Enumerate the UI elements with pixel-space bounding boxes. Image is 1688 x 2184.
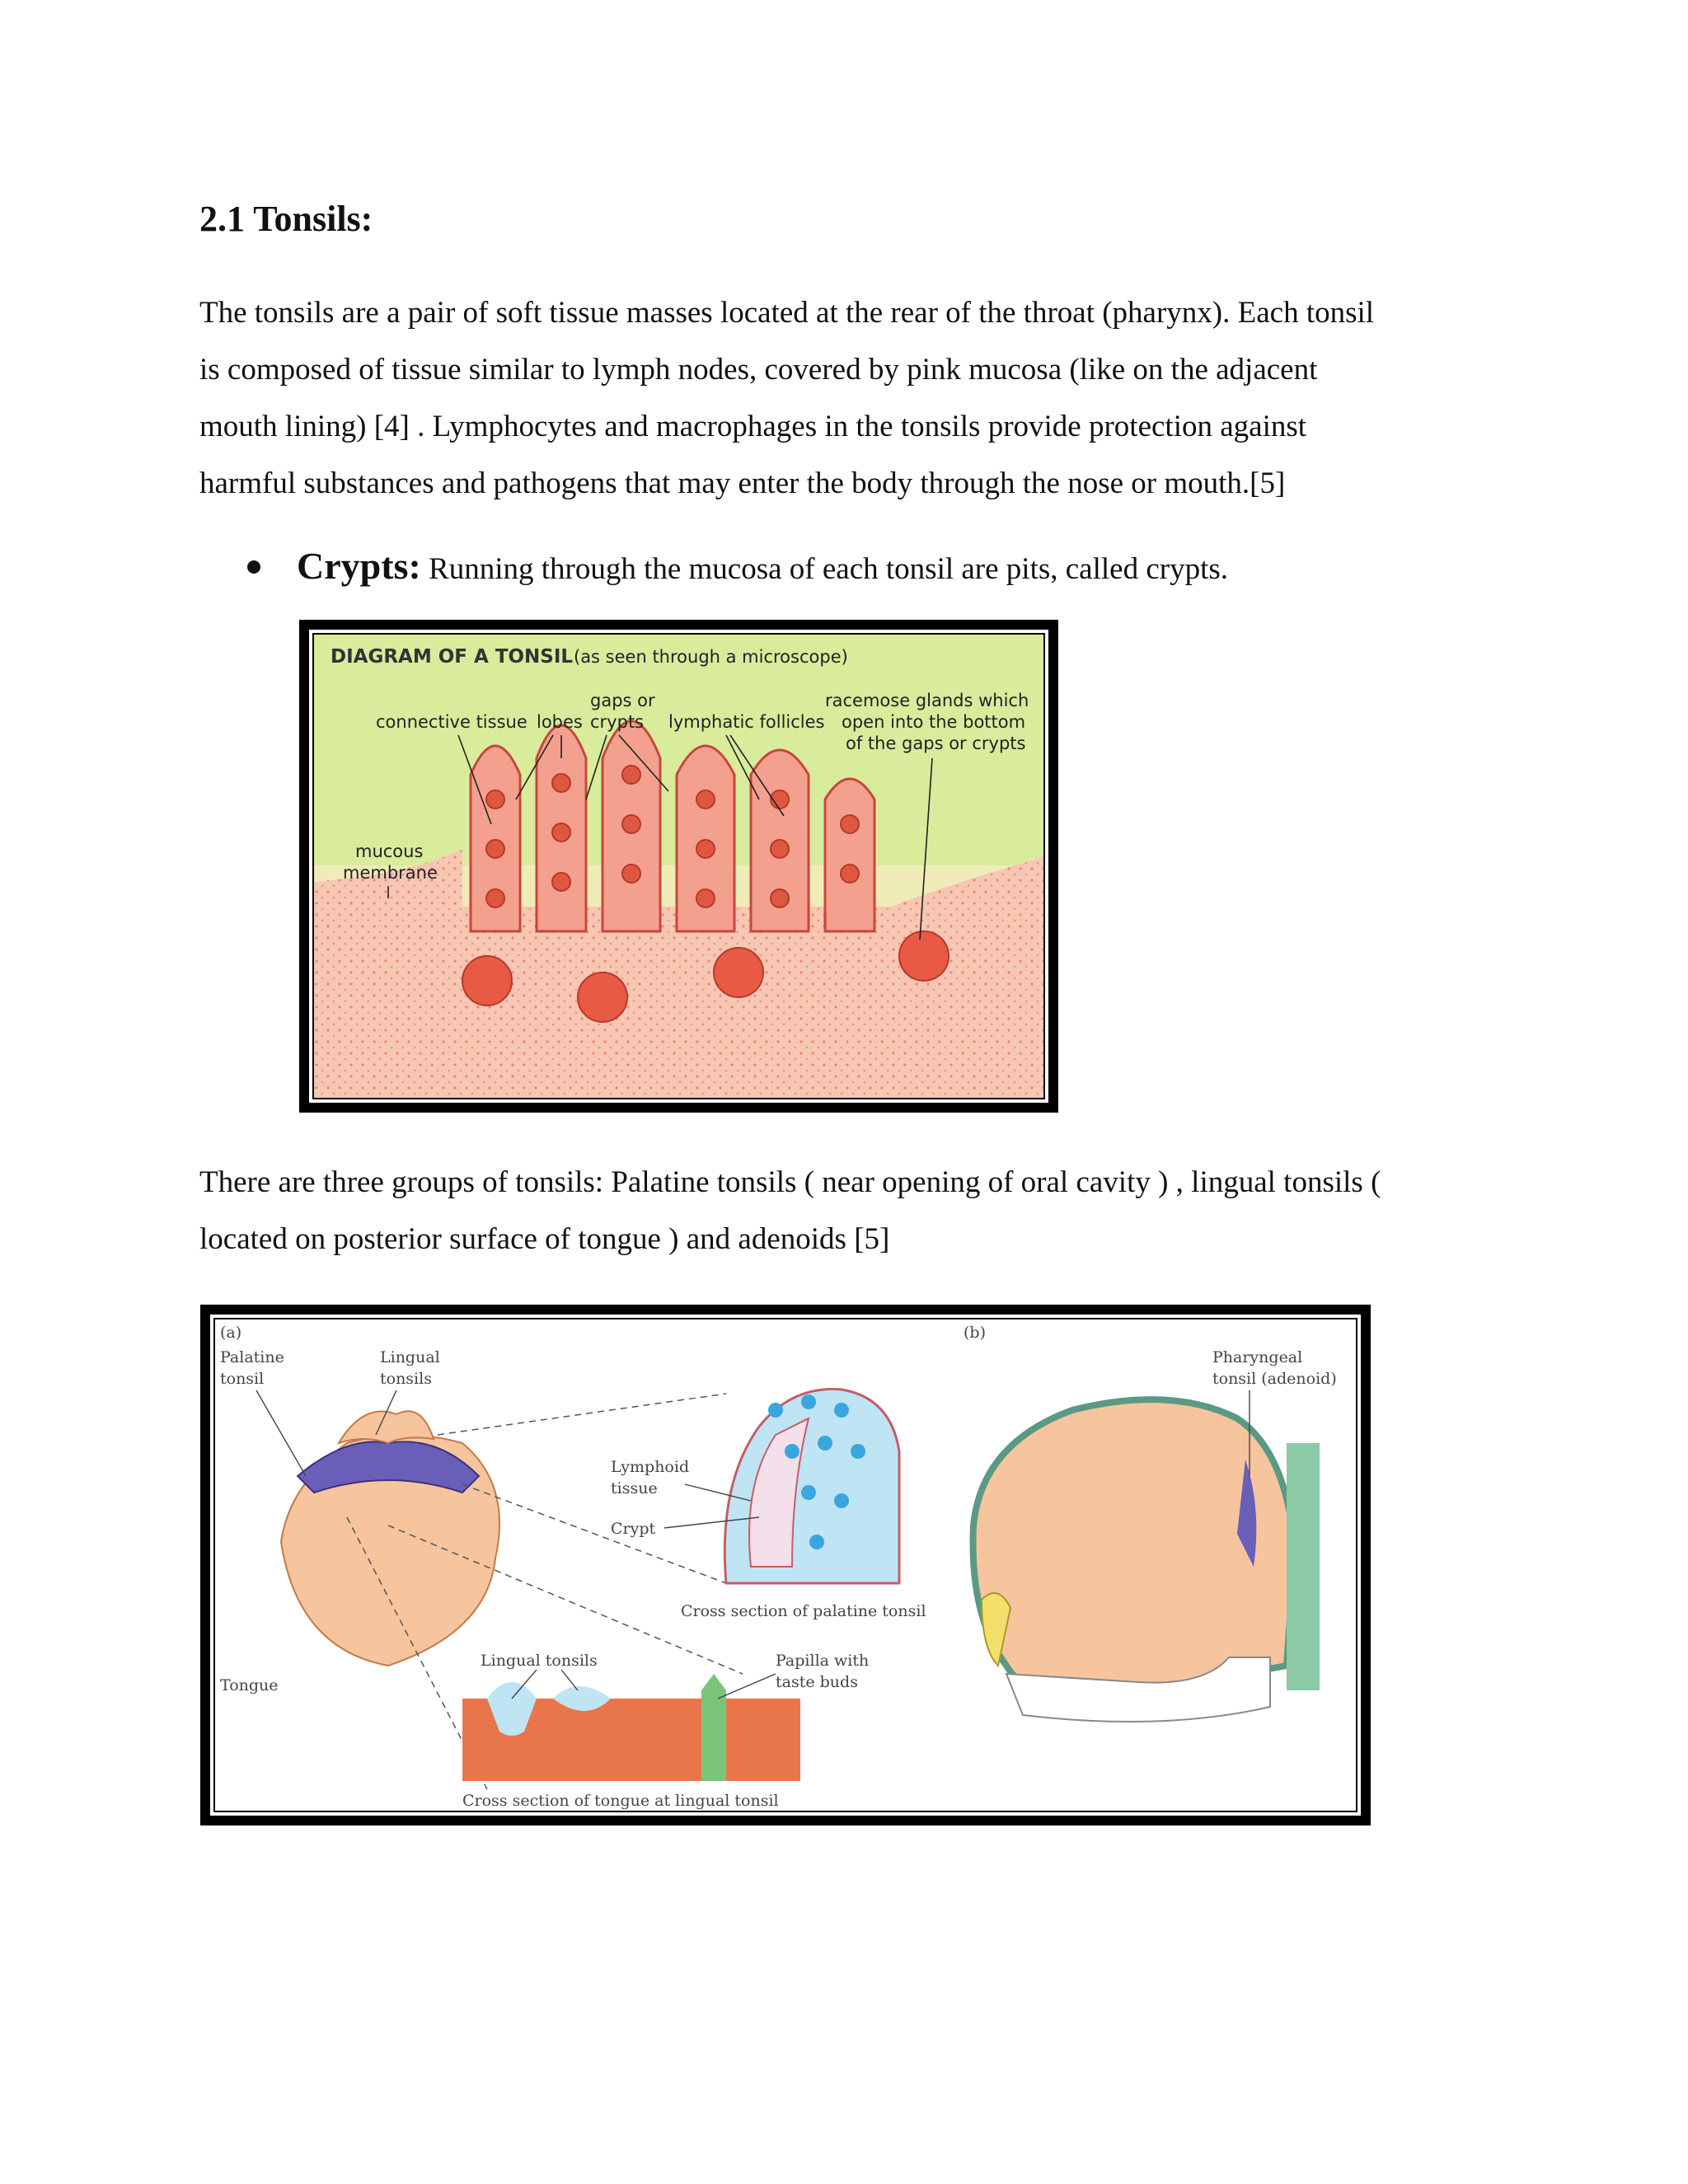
label-crypt: Crypt (611, 1520, 656, 1538)
intro-line-4: harmful substances and pathogens that ma… (199, 466, 1286, 500)
tonsil-diagram: DIAGRAM OF A TONSIL (as seen through a m… (314, 635, 1043, 1098)
label-lingual-tonsils: Lingual tonsils (481, 1652, 598, 1670)
nasal-cavity-illustration (969, 1396, 1320, 1722)
groups-line-2: located on posterior surface of tongue )… (199, 1222, 890, 1256)
racemose-glands (462, 930, 950, 1023)
panel-b-label: (b) (964, 1324, 986, 1342)
label-gaps-1: gaps or (590, 691, 655, 710)
intro-line-3: mouth lining) [4] . Lymphocytes and macr… (199, 410, 1307, 443)
label-tongue: Tongue (220, 1676, 279, 1694)
label-lobes: lobes (537, 712, 583, 732)
label-gaps-2: crypts (590, 712, 644, 732)
label-cross-tongue: Cross section of tongue at lingual tonsi… (462, 1792, 779, 1810)
label-connective-tissue: connective tissue (376, 712, 528, 732)
label-pharyngeal-1: Pharyngeal (1212, 1348, 1302, 1366)
bullet-icon (247, 560, 260, 574)
label-lingual-1: Lingual (380, 1348, 440, 1366)
crypts-bullet: Crypts: Running through the mucosa of ea… (247, 544, 1228, 588)
label-mucous-1: mucous (355, 841, 423, 861)
bullet-text: Running through the mucosa of each tonsi… (420, 552, 1229, 586)
palatine-cross-section (723, 1388, 901, 1585)
panel-a-label: (a) (220, 1324, 241, 1342)
label-lymphoid-2: tissue (611, 1479, 658, 1497)
groups-paragraph: There are three groups of tonsils: Palat… (199, 1154, 1485, 1268)
label-papilla-2: taste buds (776, 1673, 858, 1691)
figure1-subtitle: (as seen through a microscope) (574, 647, 848, 667)
label-palatine-2: tonsil (220, 1370, 264, 1388)
label-lingual-2: tonsils (380, 1370, 432, 1388)
section-heading: 2.1 Tonsils: (199, 199, 373, 239)
tonsil-diagram-figure: DIAGRAM OF A TONSIL (as seen through a m… (299, 620, 1058, 1113)
groups-line-1: There are three groups of tonsils: Palat… (199, 1165, 1381, 1199)
label-pharyngeal-2: tonsil (adenoid) (1212, 1370, 1337, 1388)
tongue-cross-section (462, 1674, 800, 1781)
label-lymphoid-1: Lymphoid (611, 1458, 689, 1476)
intro-line-2: is composed of tissue similar to lymph n… (199, 353, 1318, 387)
leader-lines (387, 734, 933, 940)
tonsil-groups-figure: (a) (b) Palatine tonsil Lingual tonsils … (200, 1305, 1371, 1825)
label-lymphatic-follicles: lymphatic follicles (668, 712, 825, 732)
tonsil-lobes (469, 719, 876, 933)
label-palatine-1: Palatine (220, 1348, 284, 1366)
label-mucous-2: membrane (343, 863, 438, 883)
label-papilla-1: Papilla with (776, 1652, 869, 1670)
lymphatic-follicles (485, 765, 860, 908)
label-glands-1: racemose glands which (825, 691, 1029, 710)
figure2-leaders (256, 1390, 1250, 1699)
tonsil-groups-diagram: (a) (b) Palatine tonsil Lingual tonsils … (215, 1319, 1356, 1811)
figure1-title: DIAGRAM OF A TONSIL (331, 646, 573, 668)
label-glands-2: open into the bottom (842, 712, 1025, 732)
intro-line-1: The tonsils are a pair of soft tissue ma… (199, 296, 1375, 330)
bullet-term: Crypts: (297, 545, 421, 587)
tongue-illustration (279, 1410, 500, 1667)
label-glands-3: of the gaps or crypts (846, 733, 1025, 753)
intro-paragraph: The tonsils are a pair of soft tissue ma… (199, 284, 1485, 512)
label-cross-palatine: Cross section of palatine tonsil (681, 1602, 926, 1620)
